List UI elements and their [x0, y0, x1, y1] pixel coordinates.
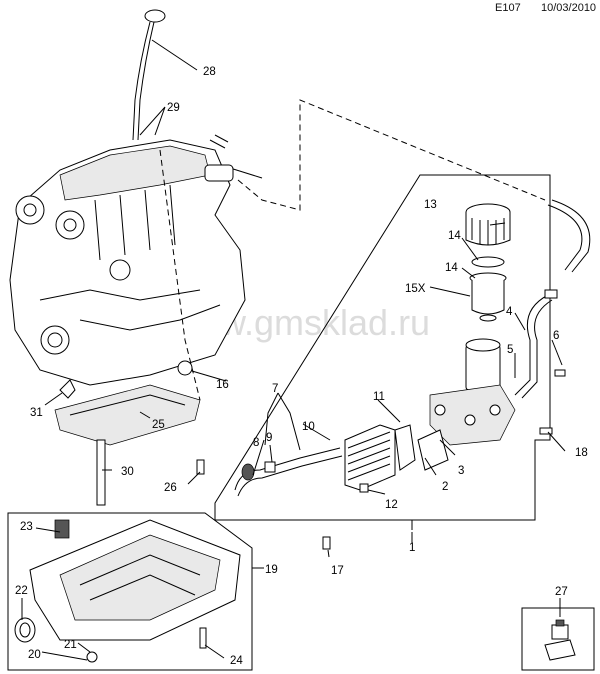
callout-3: 3 [458, 465, 464, 477]
callout-27: 27 [555, 586, 568, 598]
bolt-17 [322, 536, 331, 550]
callout-23: 23 [20, 521, 33, 533]
callouts: 1 2 3 4 5 6 7 8 9 10 11 12 13 14 14 15X … [15, 66, 588, 667]
callout-25: 25 [152, 419, 165, 431]
callout-15x: 15X [405, 283, 426, 295]
diagram-date: 10/03/2010 [541, 2, 597, 14]
callout-2: 2 [442, 481, 448, 493]
detail-inset [521, 607, 595, 671]
callout-4: 4 [506, 306, 513, 318]
bolt-6 [554, 369, 566, 377]
callout-22: 22 [15, 585, 28, 597]
oil-filter [465, 203, 511, 322]
callout-14-lower: 14 [445, 262, 458, 274]
callout-11: 11 [373, 391, 385, 403]
callout-7: 7 [272, 383, 278, 395]
oil-hose-right [514, 199, 591, 399]
bolt-12 [359, 483, 369, 493]
leader-lines [21, 39, 566, 661]
oil-filter-housing [429, 338, 516, 446]
callout-14-upper: 14 [448, 230, 461, 242]
callout-8: 8 [253, 437, 259, 449]
callout-10: 10 [302, 421, 315, 433]
oil-pan-frame [7, 512, 253, 671]
callout-19: 19 [265, 564, 278, 576]
callout-20: 20 [28, 649, 41, 661]
callout-26: 26 [164, 482, 177, 494]
bolt-30 [96, 439, 106, 506]
route-line-engine [159, 149, 201, 401]
callout-21: 21 [64, 639, 77, 651]
route-line-top [237, 99, 546, 211]
diagram-code: E107 [495, 2, 521, 14]
callout-30: 30 [121, 466, 134, 478]
assembly-frame [214, 174, 551, 521]
callout-24: 24 [230, 655, 243, 667]
callout-1: 1 [409, 542, 415, 554]
callout-29: 29 [167, 102, 180, 114]
callout-18: 18 [575, 447, 588, 459]
sensor-31 [59, 379, 76, 399]
callout-31: 31 [30, 407, 43, 419]
callout-5: 5 [507, 344, 513, 356]
callout-17: 17 [331, 565, 344, 577]
callout-28: 28 [203, 66, 216, 78]
callout-13: 13 [424, 199, 437, 211]
oil-pan [14, 519, 241, 663]
oil-cooler [344, 424, 449, 491]
oil-pipe [234, 447, 343, 497]
oil-pressure-switch [544, 619, 576, 661]
oil-pan-baffle [54, 384, 201, 446]
callout-12: 12 [385, 499, 398, 511]
callout-9: 9 [266, 432, 272, 444]
callout-6: 6 [553, 330, 559, 342]
oil-dipstick [132, 9, 166, 141]
callout-16: 16 [216, 379, 229, 391]
sensor-16 [177, 360, 193, 376]
bolt-18 [539, 427, 553, 435]
bolt-26 [196, 459, 205, 475]
engine-block [9, 134, 263, 386]
